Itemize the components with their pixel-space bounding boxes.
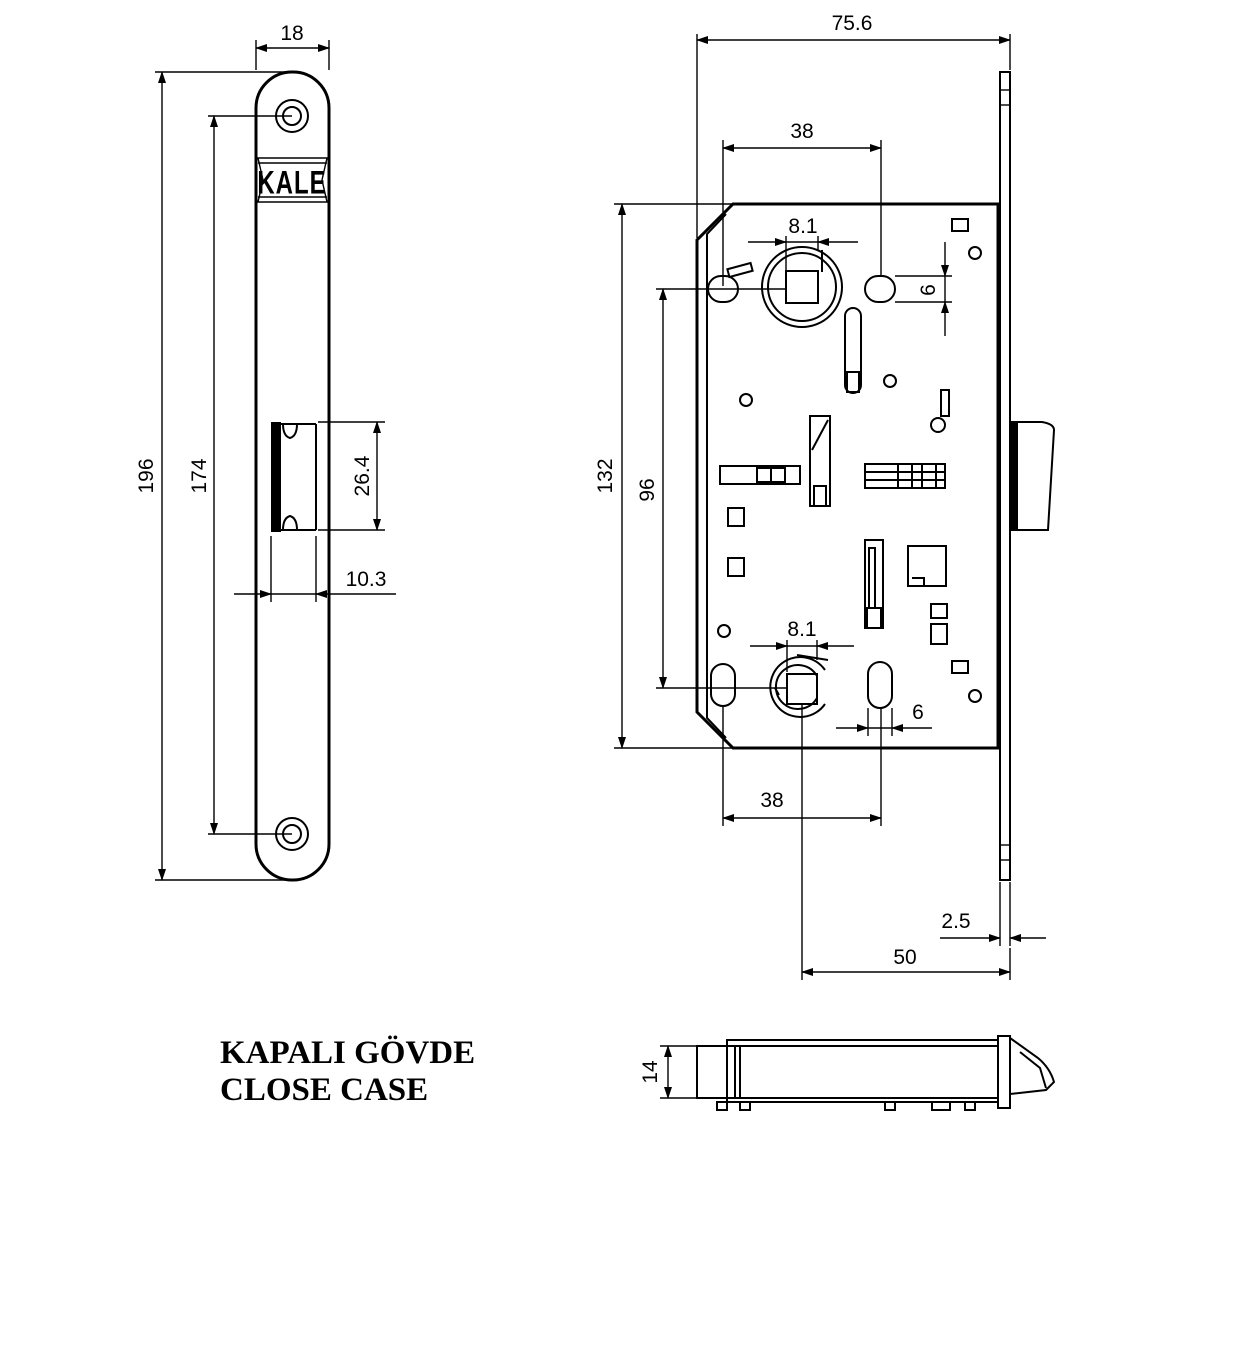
dim-label: 96 [636, 478, 659, 501]
title-line-1: KAPALI GÖVDE [220, 1034, 475, 1071]
top-right-slot [864, 275, 896, 303]
lock-body-view: 75.6 38 8.1 6 [594, 12, 1056, 980]
dim-label: 38 [760, 789, 783, 812]
dim-label: 8.1 [787, 618, 816, 641]
dim-label: 132 [594, 458, 617, 493]
dim-backset: 50 [801, 704, 1011, 980]
dim-label: 6 [912, 701, 924, 724]
dim-label: 75.6 [832, 12, 873, 35]
dim-label: 38 [790, 120, 813, 143]
dim-bottom-slot: 6 [836, 701, 932, 736]
dim-latch-opening: 26.4 [318, 421, 385, 531]
faceplate-view: KALE 18 196 174 [135, 22, 396, 882]
dim-label: 26.4 [351, 455, 374, 496]
dim-label: 2.5 [941, 910, 970, 933]
faceplate-outline [254, 70, 331, 882]
title-line-2: CLOSE CASE [220, 1072, 428, 1108]
dim-label: 6 [917, 284, 940, 296]
dim-label: 8.1 [788, 215, 817, 238]
side-view: 14 [639, 1035, 1056, 1111]
dim-label: 14 [639, 1060, 662, 1084]
dim-label: 174 [188, 458, 211, 493]
latch-bolt [1009, 421, 1056, 531]
dim-latch-offset: 10.3 [234, 536, 396, 602]
dim-screw-spacing: 174 [188, 115, 292, 835]
dim-top-spacing: 38 [722, 120, 882, 286]
kale-logo: KALE [257, 157, 328, 203]
dim-body-thickness: 14 [639, 1045, 697, 1099]
logo-text: KALE [257, 165, 326, 201]
dim-top-slot: 6 [895, 242, 952, 336]
dim-forend-thickness: 2.5 [940, 882, 1046, 946]
bottom-left-slot [710, 663, 736, 707]
dim-faceplate-width: 18 [255, 22, 330, 70]
dim-bottom-square: 8.1 [750, 618, 854, 672]
dim-center-distance: 96 [636, 288, 786, 689]
forend-plate [999, 71, 1011, 881]
dim-label: 18 [280, 22, 303, 45]
dim-label: 10.3 [346, 568, 387, 591]
dim-label: 196 [135, 458, 158, 493]
top-follower [761, 246, 843, 328]
dim-top-square: 8.1 [748, 215, 858, 270]
bottom-follower [769, 654, 829, 718]
dim-faceplate-length: 196 [135, 71, 290, 881]
dim-label: 50 [893, 946, 916, 969]
dim-body-height: 132 [594, 203, 733, 749]
latch-opening [271, 422, 317, 532]
bottom-right-slot [867, 661, 893, 709]
